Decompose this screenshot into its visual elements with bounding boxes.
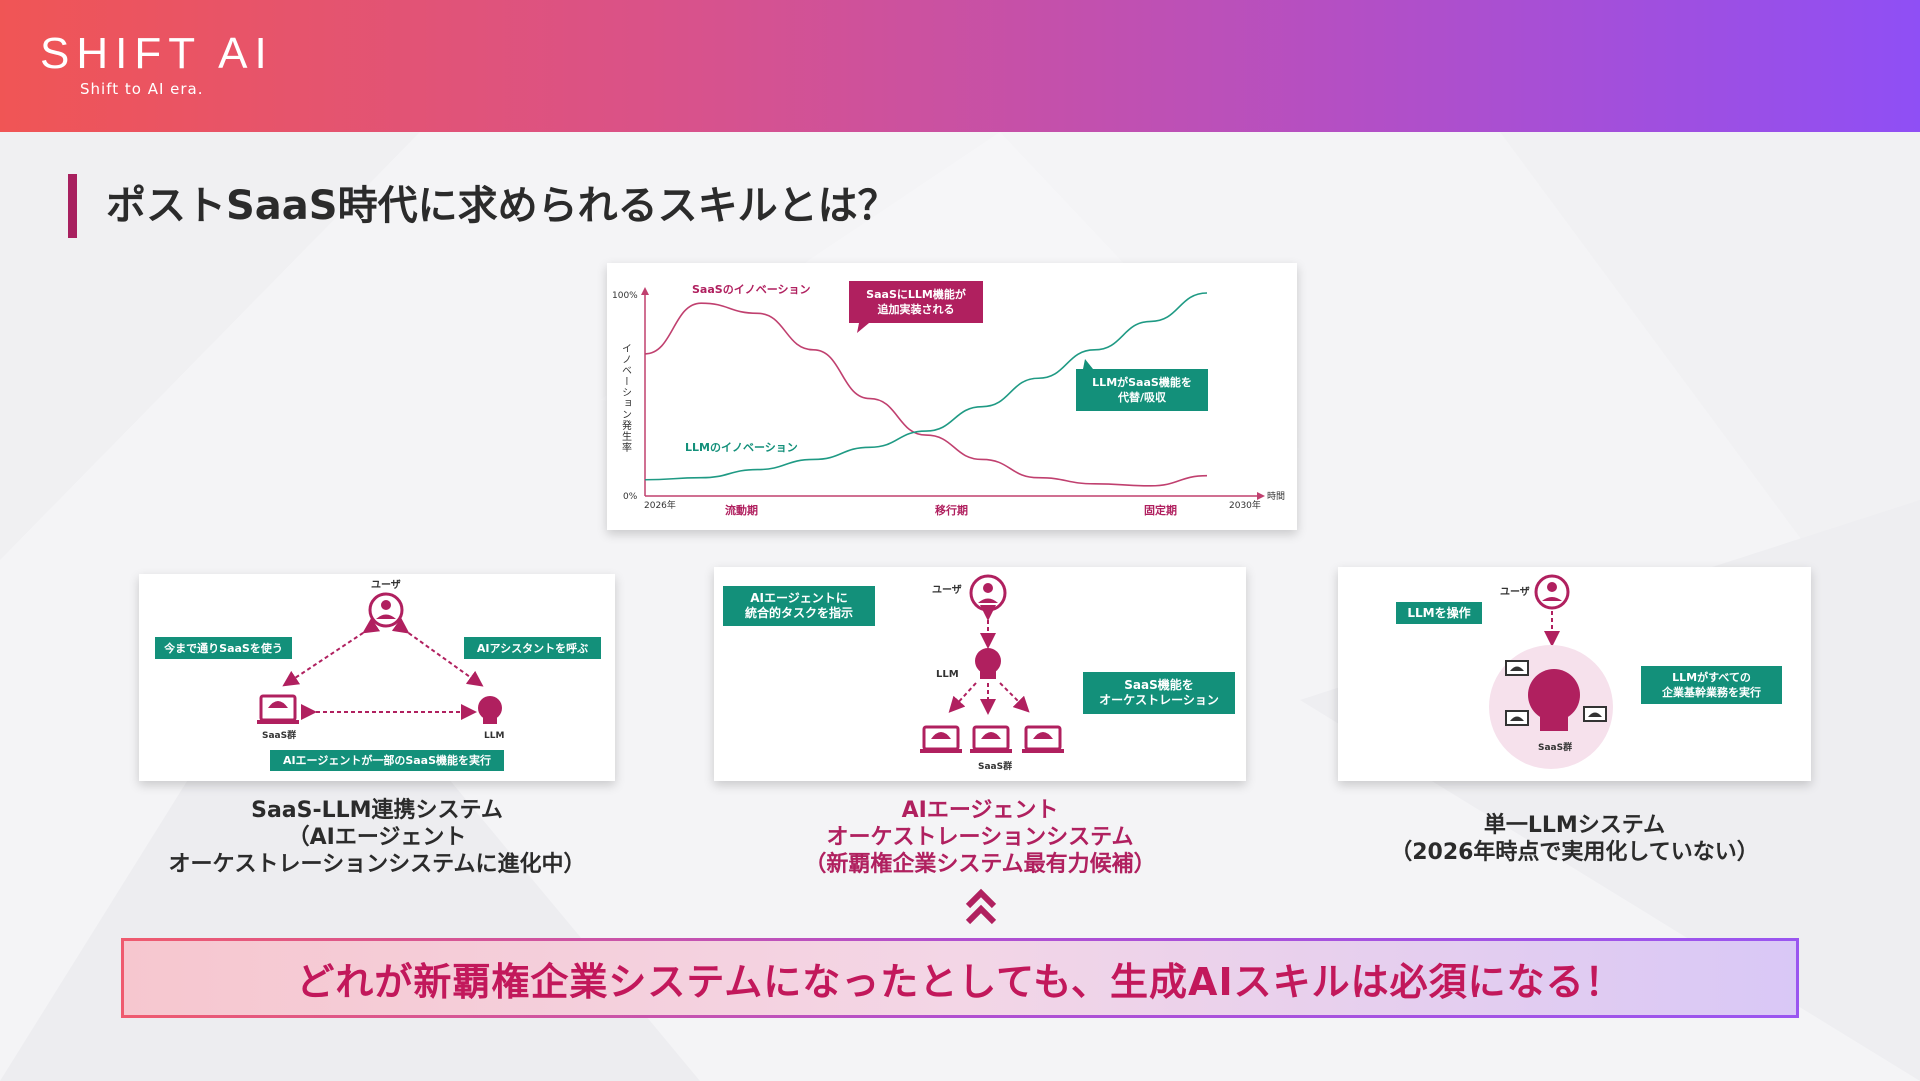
d2-top-box-line2: 統合的タスクを指示: [744, 606, 853, 620]
title-accent-bar: [68, 174, 77, 238]
diagram-single-llm-card: ユーザ SaaS群 LLMを操作 LLMがすべての 企業基幹業務を実行: [1338, 567, 1811, 781]
llm-callout-line1: LLMがSaaS機能を: [1092, 375, 1192, 389]
llm-series-label: LLMのイノベーション: [685, 441, 798, 454]
double-chevron-up-icon: [965, 888, 997, 925]
caption-saas-llm: SaaS-LLM連携システム （AIエージェント オーケストレーションシステムに…: [139, 797, 615, 878]
llm-innovation-line: [644, 292, 1208, 481]
d1-arrow-left: [282, 617, 381, 687]
d3-saas-icon-2: [1505, 710, 1529, 726]
y-tick-0: 0%: [623, 492, 638, 502]
d2-saas-icon-3: [1022, 725, 1064, 753]
logo-tagline: Shift to AI era.: [80, 80, 204, 98]
d3-saas-icon-3: [1583, 706, 1607, 722]
y-axis-arrow: [641, 287, 649, 295]
d2-saas-icon-1: [920, 725, 962, 753]
caption-saas-llm-line2: （AIエージェント: [287, 825, 467, 850]
saas-series-label: SaaSのイノベーション: [692, 283, 810, 296]
page-title: ポストSaaS時代に求められるスキルとは？: [106, 183, 898, 229]
phase-2-label: 移行期: [935, 503, 968, 517]
caption-agent-line2: オーケストレーションシステム: [826, 825, 1134, 850]
caption-single-llm-line2: （2026年時点で実用化していない）: [1390, 840, 1759, 865]
logo-main-text: SHIFT AI: [40, 29, 274, 78]
caption-single-llm-line1: 単一LLMシステム: [1483, 813, 1666, 838]
header-bar: SHIFT AI Shift to AI era.: [0, 0, 1920, 132]
y-axis-label: イノベーション発生率: [620, 343, 632, 453]
diagram-single-llm: ユーザ SaaS群: [1489, 574, 1613, 769]
d3-saas-label: SaaS群: [1538, 741, 1572, 753]
d1-user-label: ユーザ: [371, 579, 401, 591]
d2-right-box-line1: SaaS機能を: [1124, 678, 1194, 692]
d2-user-label: ユーザ: [932, 584, 962, 596]
x-axis-arrow: [1257, 492, 1265, 500]
logo[interactable]: SHIFT AI Shift to AI era.: [40, 29, 274, 99]
innovation-chart-card: 100% 0% 2026年 2030年 時間 流動期 移行期 固定期 イノベーシ…: [607, 263, 1297, 530]
d1-saas-label: SaaS群: [262, 729, 296, 741]
d2-top-box: AIエージェントに 統合的タスクを指示: [723, 586, 875, 626]
caption-agent: AIエージェント オーケストレーションシステム （新覇権企業システム最有力候補）: [714, 797, 1246, 878]
d1-right-box: AIアシスタントを呼ぶ: [464, 637, 601, 659]
d2-saas-label: SaaS群: [978, 760, 1012, 772]
conclusion-text: どれが新覇権企業システムになったとしても、生成AIスキルは必須になる！: [296, 959, 1624, 1004]
phase-1-label: 流動期: [725, 503, 758, 517]
caption-saas-llm-line3: オーケストレーションシステムに進化中）: [168, 852, 586, 877]
innovation-chart: 100% 0% 2026年 2030年 時間 流動期 移行期 固定期 イノベーシ…: [612, 281, 1285, 517]
d1-left-box: 今まで通りSaaSを使う: [155, 637, 292, 659]
phase-3-label: 固定期: [1144, 503, 1177, 517]
d1-arrow-right: [391, 617, 484, 687]
saas-innovation-line: [644, 302, 1208, 487]
llm-callout-tail: [1083, 359, 1093, 369]
d2-saas-icon-2: [970, 725, 1012, 753]
d2-top-box-line1: AIエージェントに: [750, 591, 848, 605]
d3-saas-icon-1: [1505, 660, 1529, 676]
x-end-label: 2030年: [1229, 499, 1261, 511]
conclusion-banner: どれが新覇権企業システムになったとしても、生成AIスキルは必須になる！: [121, 938, 1799, 1018]
saas-callout-box: [849, 281, 983, 323]
caption-saas-llm-line1: SaaS-LLM連携システム: [251, 798, 503, 823]
diagram-agent-card: ユーザ LLM SaaS群 AIエージェントに 統合的タスクを指示 SaaS機能…: [714, 567, 1246, 781]
diagram-agent: ユーザ LLM SaaS群: [920, 574, 1064, 772]
d3-llm-icon: [1528, 669, 1580, 721]
caption-single-llm: 単一LLMシステム （2026年時点で実用化していない）: [1338, 812, 1811, 866]
saas-callout-line2: 追加実装される: [878, 302, 955, 316]
d1-bottom-box: AIエージェントが一部のSaaS機能を実行: [270, 750, 504, 771]
d2-llm-icon: [975, 648, 1001, 674]
llm-callout-line2: 代替/吸収: [1117, 390, 1167, 404]
llm-callout-box: [1076, 369, 1208, 411]
d2-llm-label: LLM: [936, 669, 959, 680]
diagram-saas-llm: ユーザ SaaS群 LLM: [257, 579, 504, 741]
d3-right-box-line2: 企業基幹業務を実行: [1662, 686, 1761, 699]
caption-agent-line1: AIエージェント: [901, 798, 1059, 823]
d3-right-box-line1: LLMがすべての: [1672, 671, 1751, 684]
x-start-label: 2026年: [644, 499, 676, 511]
saas-callout-tail: [857, 323, 869, 333]
caption-agent-line3: （新覇権企業システム最有力候補）: [804, 852, 1156, 877]
d3-user-label: ユーザ: [1500, 586, 1530, 598]
diagram-saas-llm-card: ユーザ SaaS群 LLM 今まで通りSaaSを使う AIアシスタントを呼ぶ A…: [139, 574, 615, 781]
saas-callout-line1: SaaSにLLM機能が: [866, 287, 966, 301]
d3-left-box: LLMを操作: [1396, 602, 1482, 624]
d1-llm-label: LLM: [484, 731, 504, 741]
d2-right-box: SaaS機能を オーケストレーション: [1083, 672, 1235, 714]
d3-right-box: LLMがすべての 企業基幹業務を実行: [1641, 666, 1782, 704]
d2-right-box-line2: オーケストレーション: [1099, 693, 1219, 707]
d1-llm-icon: [478, 696, 502, 720]
y-tick-100: 100%: [612, 291, 638, 301]
x-axis-label: 時間: [1267, 491, 1285, 502]
